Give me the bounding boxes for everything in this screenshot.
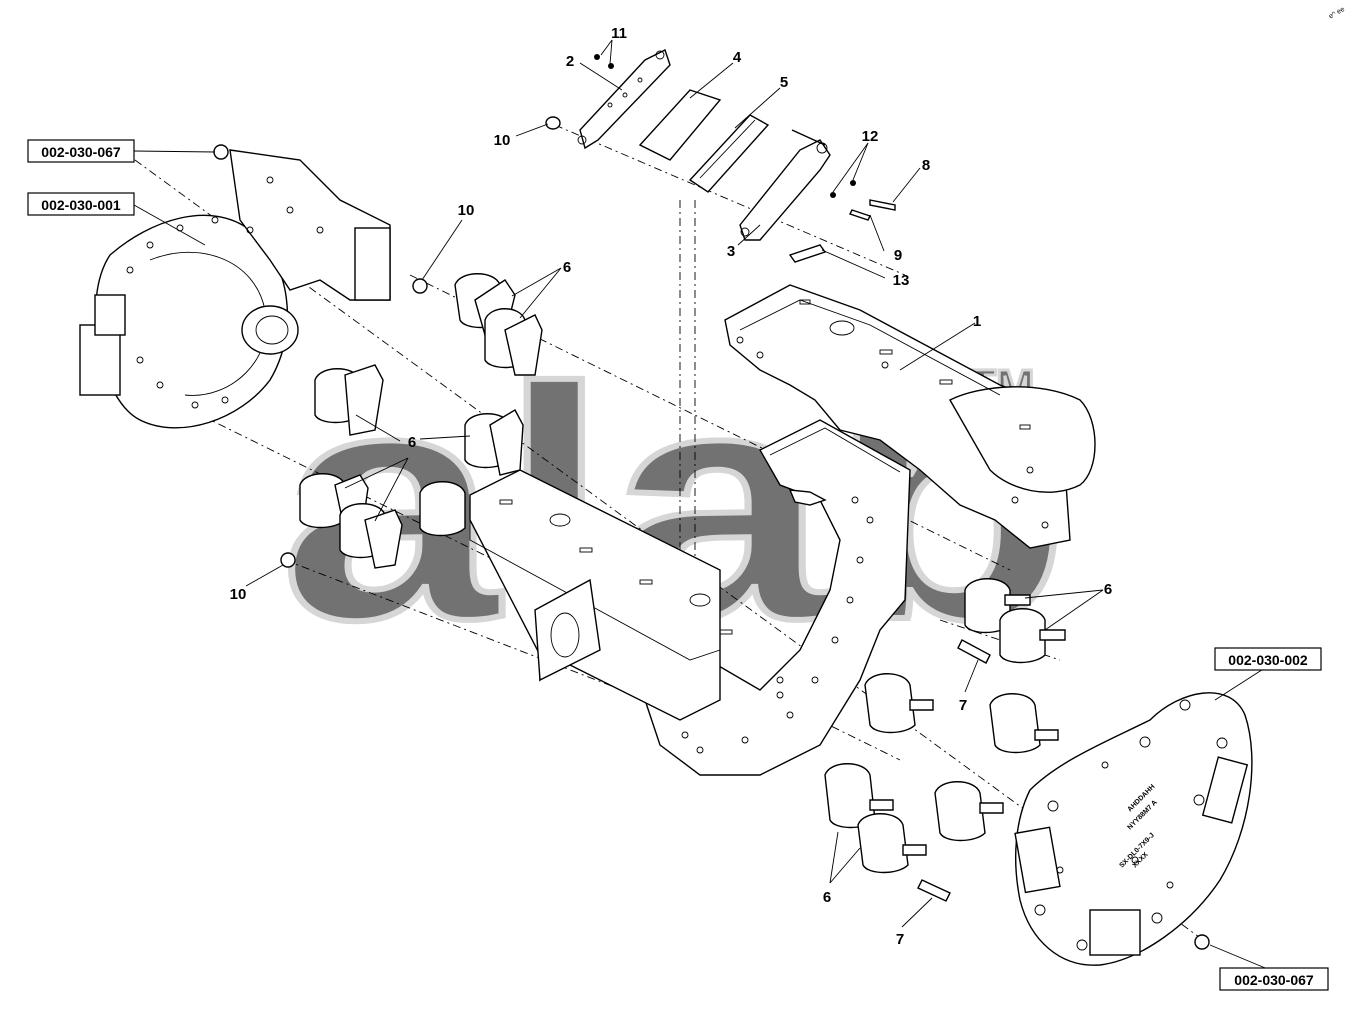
right-disc-assembly: AHDDAHH NYY88M7 A SX-DL0-7X9-J XXXX (1014, 692, 1253, 966)
corner-mark: e^ ee (1328, 6, 1346, 21)
plate-4 (638, 89, 722, 161)
plate-2 (579, 49, 671, 150)
main-frame-upper-bracket (724, 284, 1096, 549)
label-part-10-mid: 10 (458, 202, 475, 219)
label-part-7-lower: 7 (896, 931, 904, 948)
reference-labels: 002-030-067 002-030-001 002-030-002 002-… (27, 139, 1329, 991)
strip-5 (688, 114, 770, 193)
left-hub-assembly (79, 149, 391, 429)
label-part-7-upper: 7 (959, 697, 967, 714)
label-part-9: 9 (894, 247, 902, 264)
fasteners (213, 144, 1210, 950)
label-part-10-top: 10 (494, 132, 511, 149)
label-part-6-mid: 6 (408, 434, 416, 451)
rubber-mounts (299, 273, 1066, 874)
label-part-8: 8 (922, 157, 930, 174)
part-number-labels: 1 2 3 4 5 6 6 6 6 7 7 8 9 10 10 10 11 12… (230, 25, 1113, 948)
label-part-6-top: 6 (563, 259, 571, 276)
label-part-5: 5 (780, 74, 788, 91)
main-frame-beam (469, 419, 911, 776)
leader-lines (133, 39, 1271, 971)
label-part-6-bottom: 6 (823, 889, 831, 906)
label-part-1: 1 (973, 313, 981, 330)
label-part-4: 4 (733, 49, 742, 66)
top-plate-parts (545, 49, 896, 263)
label-part-10-bottom: 10 (230, 586, 247, 603)
label-part-3: 3 (727, 243, 735, 260)
ref-right-disc: 002-030-002 (1228, 652, 1308, 668)
label-part-2: 2 (566, 53, 574, 70)
label-part-11: 11 (611, 25, 627, 42)
label-part-6-right: 6 (1104, 581, 1112, 598)
ref-left-hub: 002-030-001 (41, 197, 121, 213)
ref-top-left-nut: 002-030-067 (41, 144, 121, 160)
label-part-13: 13 (893, 272, 910, 289)
label-part-12: 12 (862, 128, 879, 145)
ref-bottom-right-nut: 002-030-067 (1234, 972, 1314, 988)
plate-3 (739, 139, 831, 241)
